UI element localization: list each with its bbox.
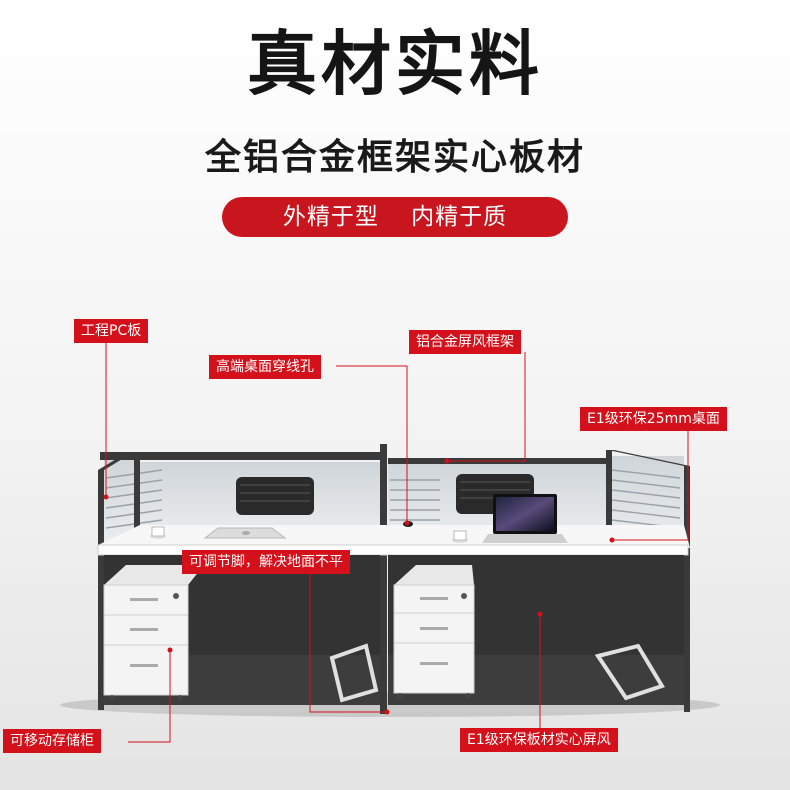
page-title: 真材实料 — [247, 23, 543, 105]
callout-adjust-feet: 可调节脚，解决地面不平 — [182, 550, 350, 574]
cpu-stand-left — [329, 643, 379, 703]
page-subtitle: 全铝合金框架实心板材 — [204, 137, 585, 178]
coffee-cup-left — [150, 526, 166, 539]
coffee-cup-right — [452, 530, 468, 543]
slogan-banner: 外精于型 内精于质 — [222, 197, 568, 237]
slogan-right: 内精于质 — [411, 204, 508, 230]
laptop-right — [482, 494, 568, 543]
office-chair-left — [236, 477, 314, 515]
slogan-left: 外精于型 — [282, 204, 379, 230]
callout-lines — [105, 342, 689, 743]
callout-dots — [103, 458, 615, 715]
laptop-left — [203, 527, 287, 539]
mobile-cabinet-right — [393, 565, 475, 699]
mobile-cabinet-left — [103, 565, 204, 701]
cpu-stand-right — [594, 643, 665, 701]
callout-mobile-cabinet: 可移动存储柜 — [3, 729, 101, 753]
callout-desktop: E1级环保25mm桌面 — [580, 407, 727, 431]
callout-alloy-frame: 铝合金屏风框架 — [409, 330, 521, 354]
callout-pc-panel: 工程PC板 — [74, 319, 149, 343]
callout-solid-screen: E1级环保板材实心屏风 — [460, 728, 618, 752]
callout-wire-hole: 高端桌面穿线孔 — [209, 355, 321, 379]
